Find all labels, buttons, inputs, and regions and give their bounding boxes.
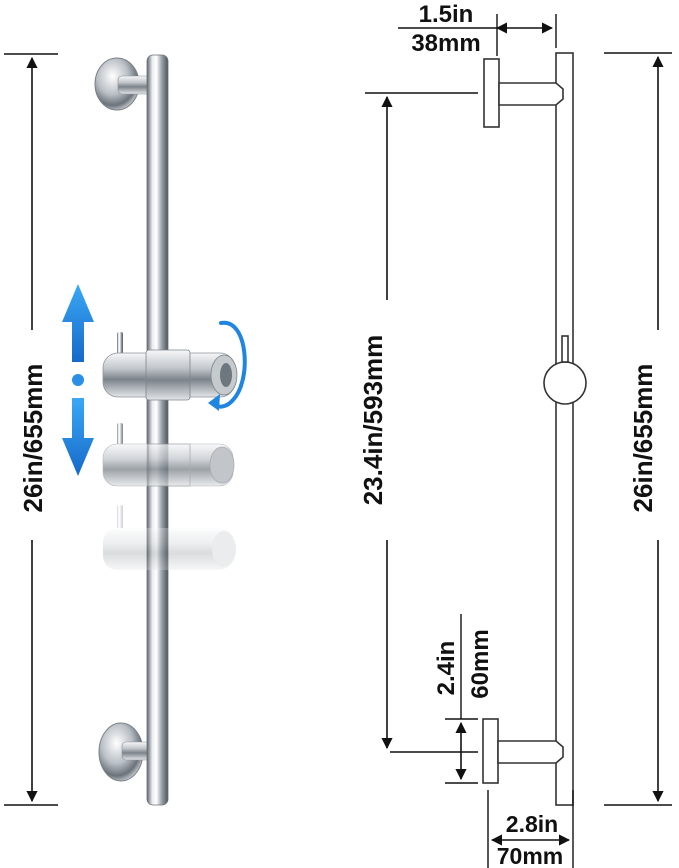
- mount-spacing-dimension: 23.4in/593mm: [358, 92, 478, 753]
- bottom-bracket-outline: [482, 718, 564, 784]
- shower-head-holder: [102, 332, 238, 401]
- left-height-label: 26in/655mm: [18, 364, 48, 513]
- holder-ghost-1: [102, 423, 235, 487]
- rotate-arrow-icon: [208, 320, 247, 411]
- holder-ghost-2: [103, 505, 236, 570]
- right-height-dimension: 26in/655mm: [604, 52, 676, 806]
- left-height-dimension: 26in/655mm: [4, 53, 58, 806]
- top-bracket-outline: [483, 58, 564, 128]
- depth-dimension: 2.8in 70mm: [487, 790, 574, 868]
- up-down-arrow-icon: [62, 284, 94, 476]
- mount-spacing-label: 23.4in/593mm: [358, 335, 388, 506]
- rail-outline: [543, 52, 587, 806]
- base-height-dimension: 2.4in 60mm: [433, 614, 494, 784]
- standoff-dimension: 1.5in 38mm: [398, 1, 557, 57]
- slide-rail: [146, 54, 169, 806]
- depth-in-label: 2.8in: [506, 811, 558, 837]
- base-height-in-label: 2.4in: [433, 641, 460, 696]
- base-height-mm-label: 60mm: [467, 629, 494, 698]
- depth-mm-label: 70mm: [497, 843, 563, 868]
- standoff-mm-label: 38mm: [411, 30, 480, 57]
- standoff-in-label: 1.5in: [419, 1, 474, 28]
- right-height-label: 26in/655mm: [628, 364, 658, 513]
